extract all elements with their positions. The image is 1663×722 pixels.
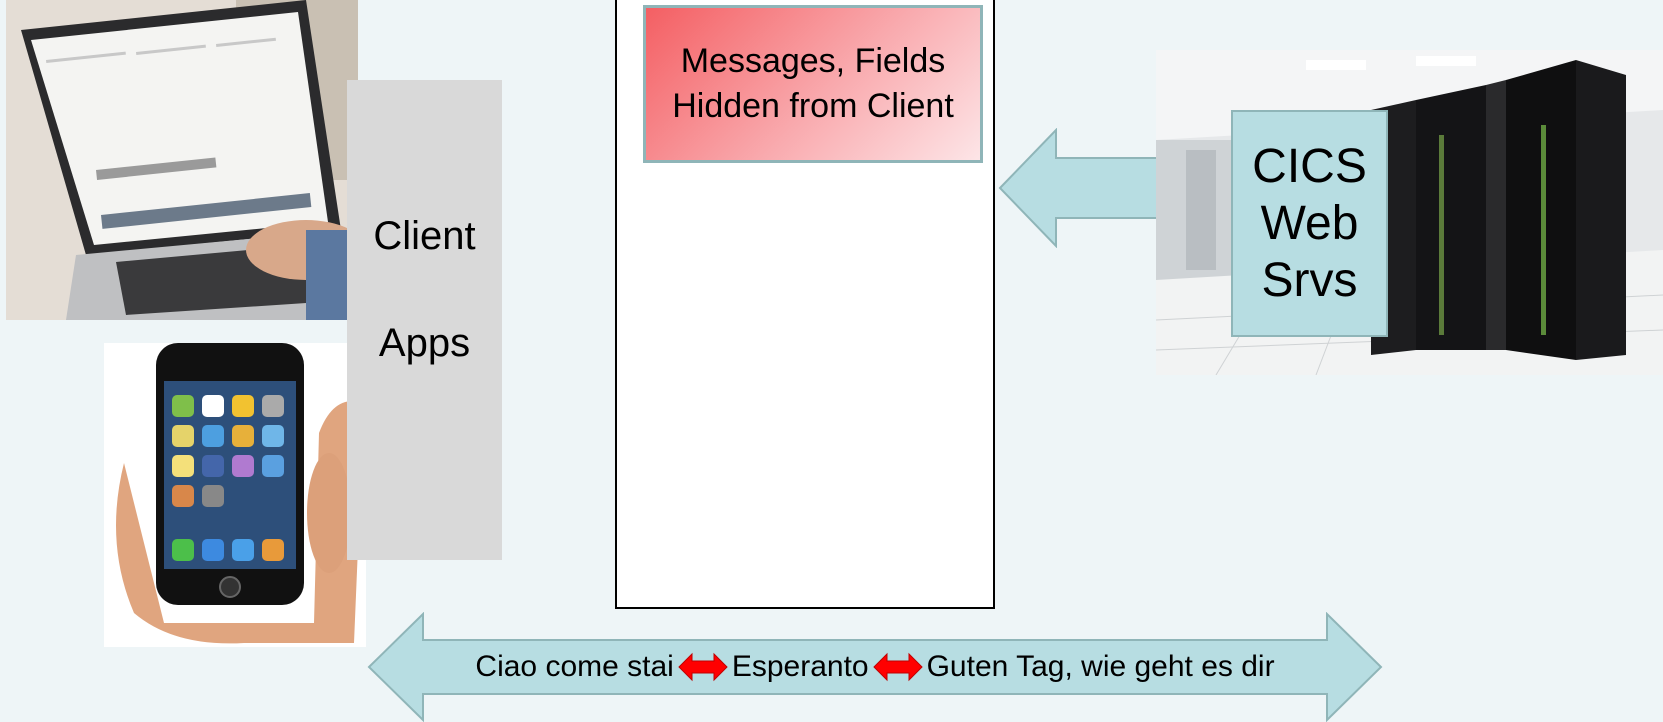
translation-text: Ciao come stai Esperanto Guten Tag, wie …	[367, 612, 1383, 722]
hidden-messages-label: Messages, Fields Hidden from Client	[672, 42, 954, 125]
cics-label: CICS	[1252, 140, 1367, 193]
client-label: Client	[373, 214, 476, 258]
apps-label: Apps	[378, 321, 471, 365]
client-apps-panel: Client Apps	[347, 80, 502, 560]
web-label: Web	[1260, 197, 1359, 250]
srvs-label: Srvs	[1261, 254, 1358, 307]
esperanto-label: Esperanto	[731, 650, 869, 683]
red-double-arrow-icon	[678, 652, 728, 682]
hidden-messages-box: Messages, Fields Hidden from Client	[643, 5, 983, 163]
laptop-photo	[6, 0, 358, 320]
cics-web-services-box: CICS Web Srvs	[1231, 110, 1388, 337]
german-greeting: Guten Tag, wie geht es dir	[926, 650, 1275, 683]
red-double-arrow-icon	[872, 652, 923, 682]
phone-photo	[104, 343, 366, 647]
italian-greeting: Ciao come stai	[475, 650, 674, 683]
